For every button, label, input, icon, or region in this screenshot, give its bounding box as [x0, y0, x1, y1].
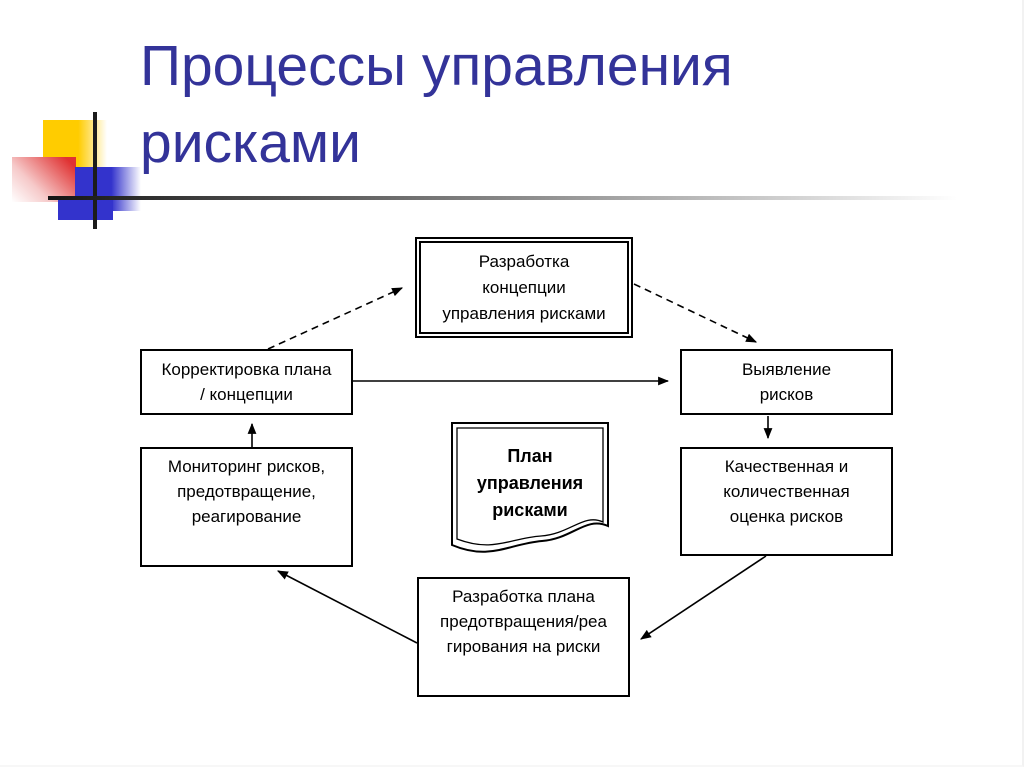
node-response-plan-development-label: Разработка плана предотвращения/реа гиро… — [440, 587, 607, 656]
arrow-assess-to-response — [640, 555, 767, 640]
node-risk-assessment-label: Качественная и количественная оценка рис… — [723, 457, 850, 526]
decoration-blue-square-small — [58, 198, 113, 220]
node-response-plan-development: Разработка плана предотвращения/реа гиро… — [417, 577, 630, 697]
arrow-response-to-monitor — [277, 570, 418, 644]
arrow-concept-to-identify — [633, 283, 757, 343]
slide-title: Процессы управления рисками — [140, 34, 733, 175]
node-risk-management-plan-label: План управления рисками — [476, 446, 584, 520]
node-risk-management-plan-document: План управления рисками — [450, 421, 610, 559]
title-divider-line — [48, 196, 985, 200]
node-plan-adjustment-label: Корректировка плана / концепции — [161, 360, 332, 404]
node-concept-development: Разработка концепции управления рисками — [415, 237, 633, 338]
decoration-red-square — [12, 157, 76, 202]
node-concept-development-label: Разработка концепции управления рисками — [419, 241, 629, 334]
node-risk-monitoring-label: Мониторинг рисков, предотвращение, реаги… — [167, 457, 326, 526]
node-risk-identification-label: Выявление рисков — [741, 360, 832, 404]
node-risk-monitoring: Мониторинг рисков, предотвращение, реаги… — [140, 447, 353, 567]
node-risk-assessment: Качественная и количественная оценка рис… — [680, 447, 893, 556]
node-plan-adjustment: Корректировка плана / концепции — [140, 349, 353, 415]
document-shape-icon — [451, 422, 609, 553]
arrow-adjust-to-concept — [267, 287, 404, 350]
decoration-vertical-line — [93, 112, 97, 229]
node-risk-identification: Выявление рисков — [680, 349, 893, 415]
